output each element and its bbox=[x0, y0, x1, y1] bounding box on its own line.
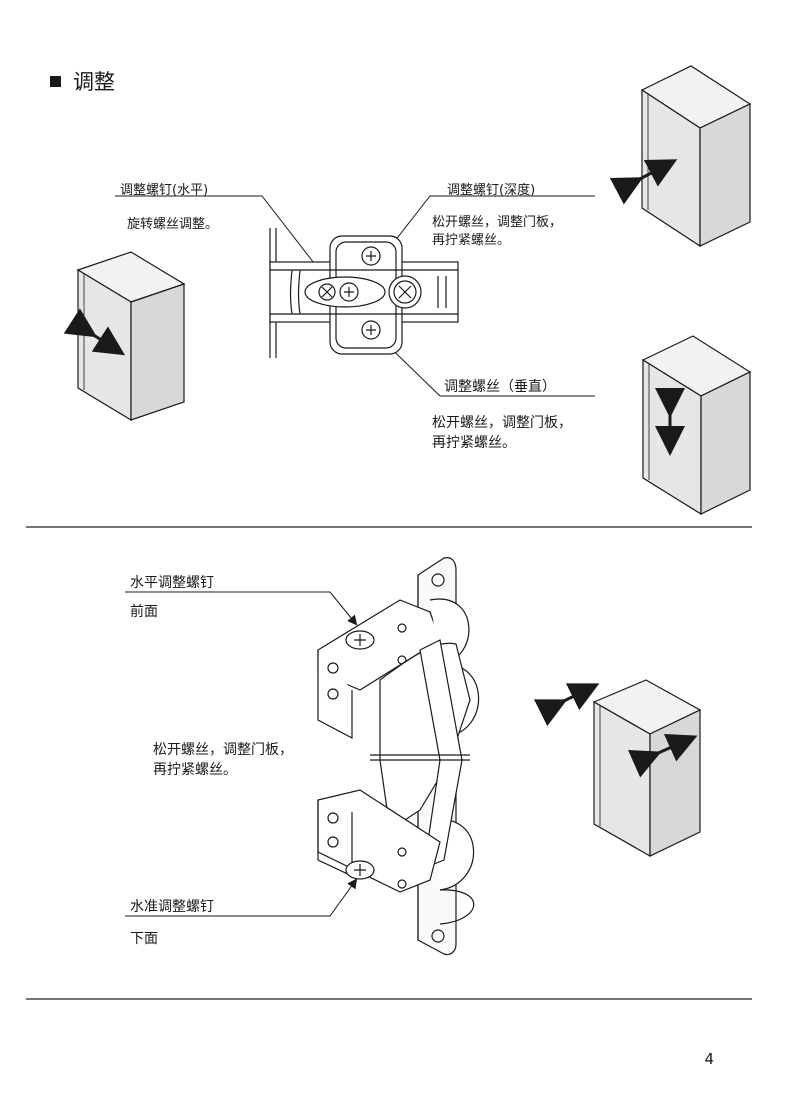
depth-screw-note-line1: 松开螺丝，调整门板， bbox=[432, 215, 563, 230]
vertical-screw-note: 松开螺丝，调整门板， 再拧紧螺丝。 bbox=[432, 413, 572, 453]
horizontal-screw-label: 调整螺钉(水平) bbox=[120, 183, 209, 198]
vertical-screw-note-line1: 松开螺丝，调整门板， bbox=[432, 415, 572, 431]
front-screw-position: 前面 bbox=[130, 604, 158, 620]
bottom-screw-leader bbox=[125, 878, 358, 917]
depth-screw-label: 调整螺钉(深度) bbox=[447, 183, 536, 198]
page-number: 4 bbox=[704, 1050, 714, 1068]
front-screw-label: 水平调整螺钉 bbox=[130, 575, 214, 591]
middle-note-line1: 松开螺丝，调整门板， bbox=[153, 742, 293, 758]
double-arrow-horizontal-icon bbox=[63, 308, 126, 356]
vertical-screw-label: 调整螺丝（垂直） bbox=[444, 379, 556, 395]
section-title-text: 调整 bbox=[73, 70, 115, 94]
depth-screw-note-line2: 再拧紧螺丝。 bbox=[432, 233, 511, 248]
double-arrow-depth-icon bbox=[609, 159, 678, 205]
depth-screw-note: 松开螺丝，调整门板， 再拧紧螺丝。 bbox=[432, 214, 562, 250]
square-bullet-icon bbox=[50, 75, 61, 87]
vertical-screw-leader bbox=[370, 328, 595, 397]
front-screw-leader bbox=[125, 591, 358, 626]
middle-note-line2: 再拧紧螺丝。 bbox=[153, 762, 237, 778]
horizontal-screw-note: 旋转螺丝调整。 bbox=[127, 217, 219, 232]
cabinet-depth-adjust bbox=[640, 65, 752, 248]
leader-lines-bottom bbox=[125, 591, 358, 917]
hinge-top-view bbox=[269, 228, 459, 358]
middle-adjust-note: 松开螺丝，调整门板， 再拧紧螺丝。 bbox=[153, 740, 293, 780]
cabinet-lateral-adjust bbox=[592, 679, 702, 858]
horizontal-screw-leader bbox=[115, 195, 326, 278]
section-title: 调整 bbox=[50, 66, 115, 96]
hinge-perspective-view bbox=[317, 557, 480, 956]
bottom-screw-label: 水准调整螺钉 bbox=[130, 899, 214, 915]
cabinet-vertical-adjust bbox=[641, 335, 752, 516]
vertical-screw-note-line2: 再拧紧螺丝。 bbox=[432, 435, 516, 451]
double-arrow-lateral-icon bbox=[533, 683, 698, 778]
bottom-screw-position: 下面 bbox=[130, 931, 158, 947]
